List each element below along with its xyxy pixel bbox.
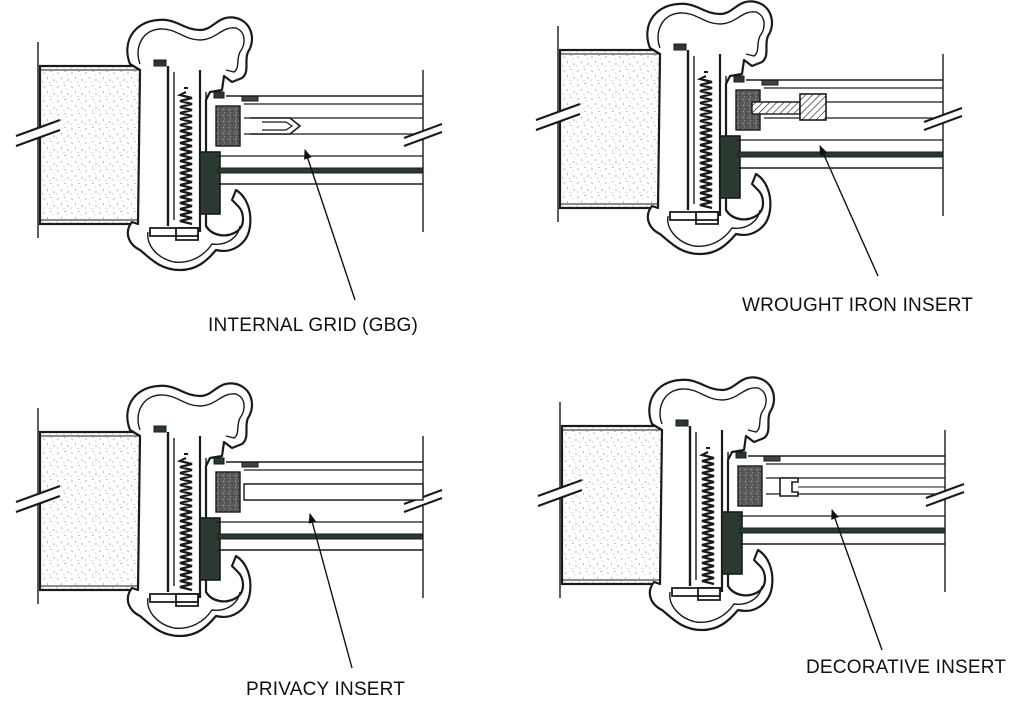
break-mask-right [400, 124, 446, 146]
break-mask-right [400, 490, 446, 512]
break-mark-left-1 [15, 118, 61, 138]
frame-moulding-inner-low [147, 225, 241, 263]
break-mark-right-2 [925, 491, 965, 507]
leader-arrow [304, 149, 356, 301]
screw-head [175, 593, 199, 603]
frame-moulding-inner [659, 387, 767, 433]
wrought-iron-bar [751, 101, 801, 115]
break-mask-left [532, 104, 584, 130]
break-mark-right-2 [403, 131, 443, 147]
break-mark-left-2 [537, 488, 583, 508]
section-detail-grid [12, 16, 446, 301]
break-mark-left-1 [15, 484, 61, 504]
break-mark-right-1 [403, 123, 443, 139]
break-mark-left-2 [15, 128, 61, 148]
leader-arrow [831, 509, 883, 651]
break-mask-left [12, 486, 64, 512]
break-mask-left [534, 480, 586, 506]
glass-dark-pane [737, 151, 944, 158]
glazing-block [721, 511, 743, 575]
screw-thread [176, 91, 193, 226]
break-mask-left [12, 120, 64, 146]
break-mask-right [920, 108, 966, 130]
caption-internal-grid: INTERNAL GRID (GBG) [208, 315, 418, 336]
caption-privacy-insert: PRIVACY INSERT [246, 679, 406, 700]
screw-head [695, 211, 719, 221]
wrought-iron-post [799, 93, 827, 121]
section-detail-privacy [12, 382, 446, 669]
screw-thread [176, 457, 193, 592]
section-detail-wrought-iron [532, 0, 966, 277]
top-seal-left [673, 43, 687, 51]
frame-moulding-inner [137, 393, 245, 439]
screw-thread [698, 451, 715, 586]
leader-arrow [819, 145, 879, 277]
screw-thread [696, 75, 713, 210]
screw-head [697, 587, 721, 597]
glazing-block [199, 517, 221, 581]
frame-moulding-inner-low [147, 591, 241, 629]
glass-dark-pane [739, 527, 946, 534]
top-seal-left [153, 425, 167, 433]
top-seal-right [733, 75, 745, 83]
privacy-insert-sheet [243, 483, 424, 501]
frame-moulding-inner [657, 11, 765, 57]
decorative-clip [779, 477, 799, 497]
frame-moulding-inner-low [669, 585, 763, 623]
top-seal-left [675, 419, 689, 427]
top-seal-right [213, 457, 225, 465]
caption-wrought-iron-insert: WROUGHT IRON INSERT [742, 295, 974, 316]
break-mark-right-2 [923, 115, 963, 131]
break-mark-left-1 [537, 478, 583, 498]
break-mark-right-1 [923, 107, 963, 123]
top-seal-left [153, 59, 167, 67]
break-mark-left-1 [535, 102, 581, 122]
break-mask-right [922, 484, 968, 506]
break-mark-left-2 [535, 112, 581, 132]
grid-bar-inner [262, 121, 294, 131]
glazing-block [199, 151, 221, 215]
top-seal-right [735, 451, 747, 459]
top-seal-right [213, 91, 225, 99]
break-mark-right-2 [403, 497, 443, 513]
glass-dark-pane [217, 167, 424, 174]
glazing-seal [215, 471, 241, 513]
section-detail-decorative [534, 376, 968, 651]
detail-panels [12, 0, 968, 669]
frame-moulding-inner-low [667, 209, 761, 247]
glazing-block [719, 135, 741, 199]
glazing-seal [737, 465, 763, 507]
frame-moulding-inner [137, 27, 245, 73]
break-mark-right-1 [925, 483, 965, 499]
leader-arrow [308, 513, 353, 669]
glass-dark-pane [217, 533, 424, 540]
caption-decorative-insert: DECORATIVE INSERT [806, 657, 1007, 678]
glazing-seal [215, 105, 241, 147]
screw-head [175, 227, 199, 237]
break-mark-left-2 [15, 494, 61, 514]
